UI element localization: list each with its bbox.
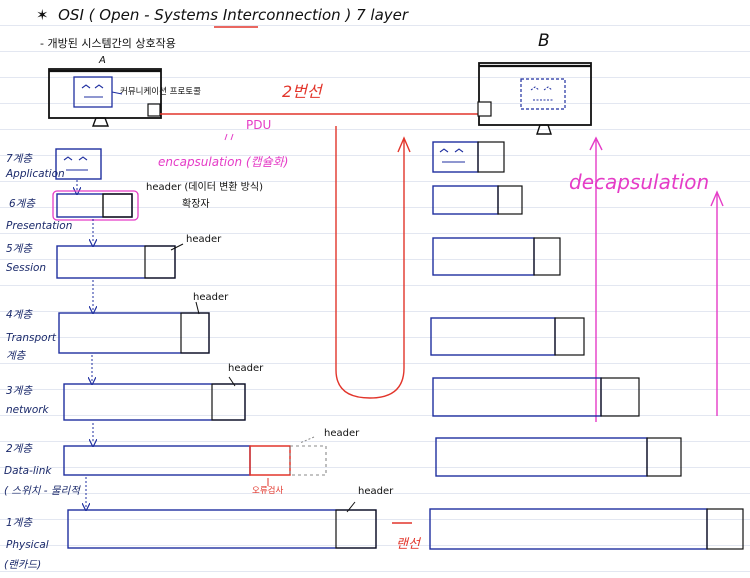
title-dash: - [139,6,155,24]
u-turn-arrow [335,126,405,399]
layer-4-name: Transport [6,332,56,344]
port-a-icon [147,103,161,117]
page-title: ✶ OSI ( Open - Systems Interconnection )… [36,8,408,23]
layer-4-number: 4계층 [6,309,33,321]
title-open: Open [99,6,140,24]
host-a-monitor [48,68,162,127]
datalink-header-note: header [324,428,360,439]
layer-6-name: Presentation [6,220,73,232]
presentation-header-note-2: 확장자 [182,199,210,210]
left-layer-5-box [56,245,176,279]
layer-3-name: network [6,404,49,416]
face-icon-dashed [520,78,566,110]
left-layer-1-box [67,509,377,549]
layer-6-number: 6계층 [9,198,36,210]
protocol-note: 커뮤니케이션 프로토콜 [120,87,201,97]
layer-2-extra: ( 스위치 - 물리적 [4,485,80,497]
layer-5-number: 5계층 [6,243,33,255]
left-layer-2-box [63,445,327,476]
layer-4-extra: 계층 [6,350,26,362]
trailer-label: 오류검사 [252,486,284,496]
host-b-monitor [477,62,592,135]
right-layer-7-box [432,141,505,173]
decapsulation-label: decapsulation [569,170,710,194]
network-header-note: header [228,363,264,374]
left-layer-4-box [58,312,210,354]
encapsulation-label: encapsulation (캡슐화) [158,155,289,169]
host-b-label: B [538,31,550,51]
lan-cable-label: 랜선 [396,537,420,552]
layer-1-number: 1계층 [6,517,33,529]
cable-label: 2번선 [282,82,322,101]
title-inter: Inter [222,6,259,24]
presentation-highlight [52,190,139,221]
face-icon [73,76,113,108]
host-a-label: A [99,55,106,66]
layer-7-name: Application [6,168,65,180]
dashed-header-box [289,445,327,476]
right-layer-5-box [432,237,561,276]
right-layer-3-box [432,377,640,417]
title-connection: connection [258,6,341,24]
transport-header-note: header [193,292,229,303]
left-layer-3-box [63,383,246,421]
left-layer-6-box [56,193,133,218]
port-b-icon [477,101,492,117]
layer-1-name: Physical [6,539,49,551]
right-layer-1-box [429,508,744,550]
presentation-header-note: header (데이터 변환 방식) [146,182,263,193]
layer-2-number: 2계층 [6,443,33,455]
left-layer-7-box [55,148,102,180]
layer-2-name: Data-link [4,465,52,477]
layer-3-number: 3계층 [6,385,33,397]
title-prefix: OSI ( [58,6,100,24]
layer-7-number: 7계층 [6,153,33,165]
session-header-note: header [186,234,222,245]
right-layer-2-box [435,437,682,477]
title-suffix: ) 7 layer [340,6,409,24]
pdu-label: PDU [246,118,272,132]
subtitle: - 개방된 시스템간의 상호작용 [40,37,176,50]
title-systems: Systems [154,6,223,24]
layer-1-extra: (랜카드) [4,559,42,571]
right-layer-6-box [432,185,523,215]
layer-5-name: Session [6,262,47,274]
trailer-box [249,445,291,476]
star-bullet: ✶ [36,6,49,24]
physical-header-note: header [358,486,394,497]
right-layer-4-box [430,317,585,356]
